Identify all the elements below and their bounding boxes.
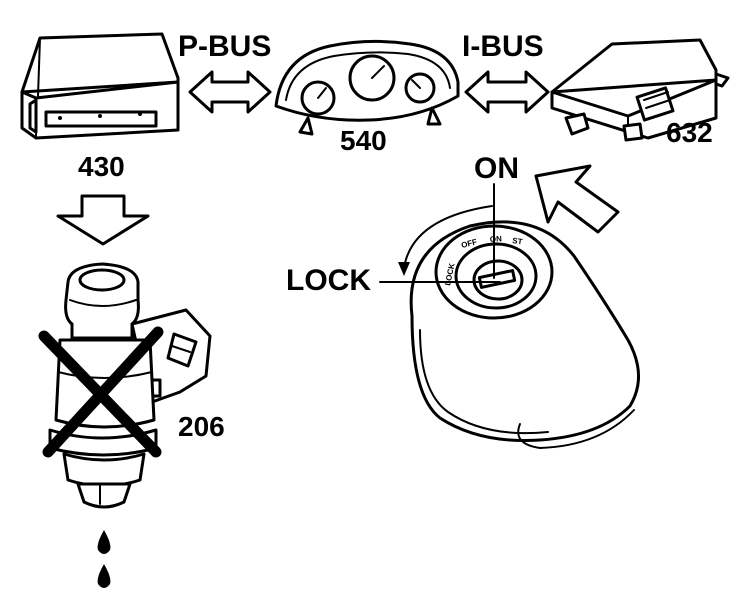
fuel-drop-icon bbox=[97, 530, 111, 554]
position-off: OFF bbox=[460, 237, 478, 250]
position-st: ST bbox=[512, 236, 523, 246]
fuel-drop-icon bbox=[97, 564, 111, 588]
hollow-down-arrow-icon bbox=[56, 194, 150, 246]
hollow-up-arrow-icon bbox=[534, 164, 620, 234]
on-label: ON bbox=[474, 152, 519, 185]
ignition-switch-icon: OFF ON ST LOCK bbox=[409, 220, 640, 449]
cluster-number: 540 bbox=[340, 125, 387, 156]
module-number: 632 bbox=[666, 117, 713, 148]
rotation-arc bbox=[403, 205, 493, 269]
i-bus-label: I-BUS bbox=[462, 30, 544, 63]
control-module-icon bbox=[550, 38, 730, 142]
i-bus-double-arrow-icon bbox=[464, 70, 550, 114]
instrument-cluster-icon bbox=[274, 39, 460, 136]
engine-control-unit-icon bbox=[20, 32, 180, 140]
injector-number: 206 bbox=[178, 411, 225, 442]
cross-out-icon bbox=[38, 326, 164, 458]
arc-arrowhead-icon bbox=[398, 262, 410, 276]
position-on: ON bbox=[490, 234, 503, 244]
fuel-injector-icon bbox=[48, 262, 212, 509]
p-bus-label: P-BUS bbox=[178, 30, 271, 63]
p-bus-double-arrow-icon bbox=[188, 70, 272, 114]
ecu-number: 430 bbox=[78, 151, 125, 182]
lock-label: LOCK bbox=[286, 264, 371, 297]
